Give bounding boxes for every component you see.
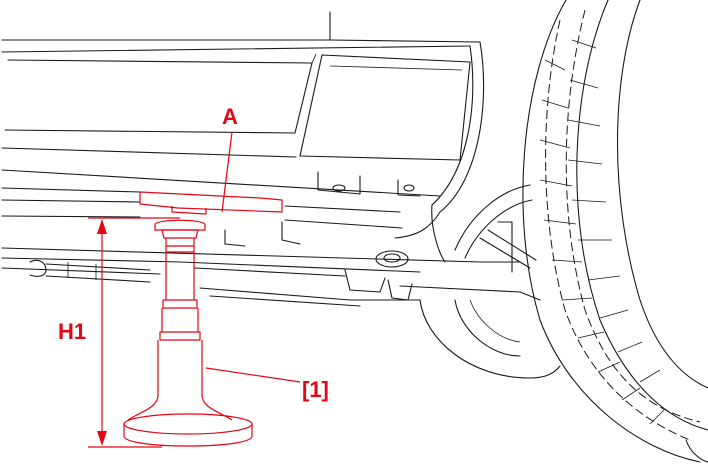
- label-a: A: [222, 104, 238, 129]
- dimension-h1: [88, 217, 180, 448]
- jack-point-a: [139, 191, 283, 215]
- label-part-1: [1]: [302, 377, 329, 402]
- rear-wheel: [419, 299, 561, 379]
- jack-stand: [123, 219, 253, 447]
- label-h1: H1: [58, 319, 86, 344]
- front-tire: [522, 0, 708, 463]
- leader-line-part: [205, 367, 301, 383]
- arrowhead-down-icon: [97, 431, 107, 446]
- vehicle-body-lines: [1, 11, 541, 307]
- arrowhead-up-icon: [97, 219, 107, 234]
- leader-line-a: [221, 131, 233, 213]
